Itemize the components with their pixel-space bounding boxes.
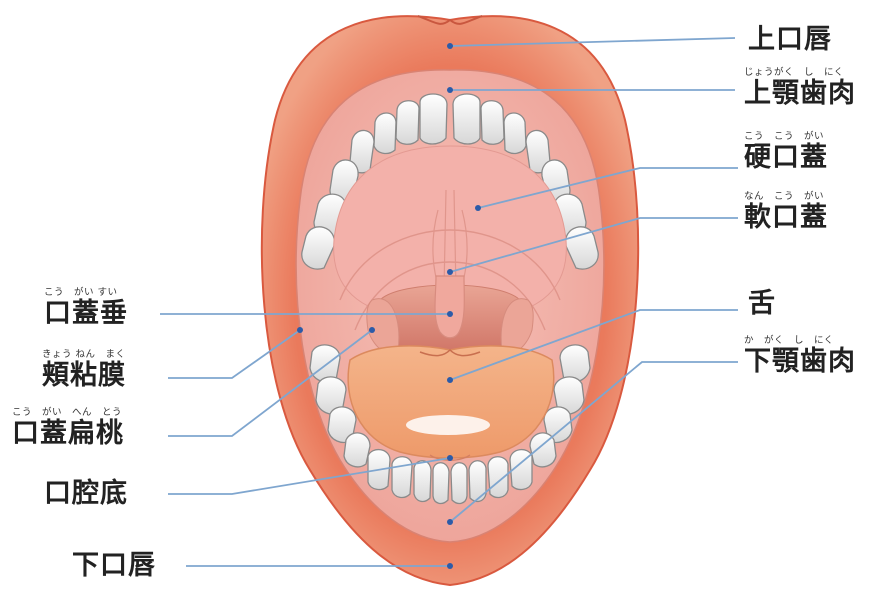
- tongue: [348, 346, 554, 458]
- label-lower-gum: か がく し にく 下顎歯肉: [744, 336, 856, 375]
- tongue-highlight: [406, 415, 490, 435]
- label-soft-palate: なん こう がい 軟口蓋: [744, 192, 828, 231]
- label-buccal: きょう ねん まく 頬粘膜: [42, 350, 126, 389]
- label-lower-lip: 下口唇: [72, 552, 156, 579]
- label-uvula: こう がい すい 口蓋垂: [44, 288, 128, 327]
- label-upper-lip: 上口唇: [748, 26, 832, 53]
- label-hard-palate: こう こう がい 硬口蓋: [744, 132, 828, 171]
- uvula: [435, 276, 464, 338]
- label-tonsil: こう がい へん とう 口蓋扁桃: [12, 408, 124, 447]
- label-upper-gum: じょうがく し にく 上顎歯肉: [744, 68, 856, 107]
- label-tongue: 舌: [748, 290, 776, 317]
- label-mouth-floor: 口腔底: [44, 480, 128, 507]
